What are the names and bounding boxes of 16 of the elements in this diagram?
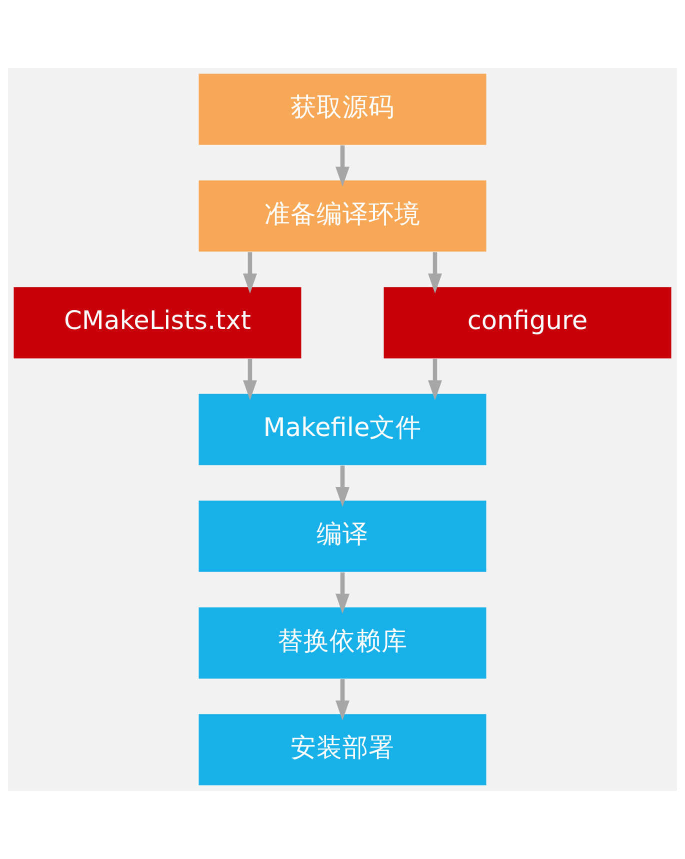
arrow — [336, 679, 350, 720]
node-box: 编译 — [198, 500, 486, 572]
node-box: configure — [384, 287, 672, 358]
arrow — [336, 572, 350, 614]
arrow — [428, 358, 442, 400]
node-box: CMakeLists.txt — [14, 287, 302, 358]
arrow — [336, 466, 350, 507]
node-box: 准备编译环境 — [198, 180, 486, 252]
node-box: Makefile文件 — [198, 394, 486, 466]
node-box: 获取源码 — [198, 74, 486, 145]
arrow — [243, 252, 257, 294]
node-box: 安装部署 — [198, 714, 486, 786]
arrow — [243, 358, 257, 400]
node-box: 替换依赖库 — [198, 607, 486, 679]
arrow — [336, 145, 350, 187]
arrow — [428, 252, 442, 294]
